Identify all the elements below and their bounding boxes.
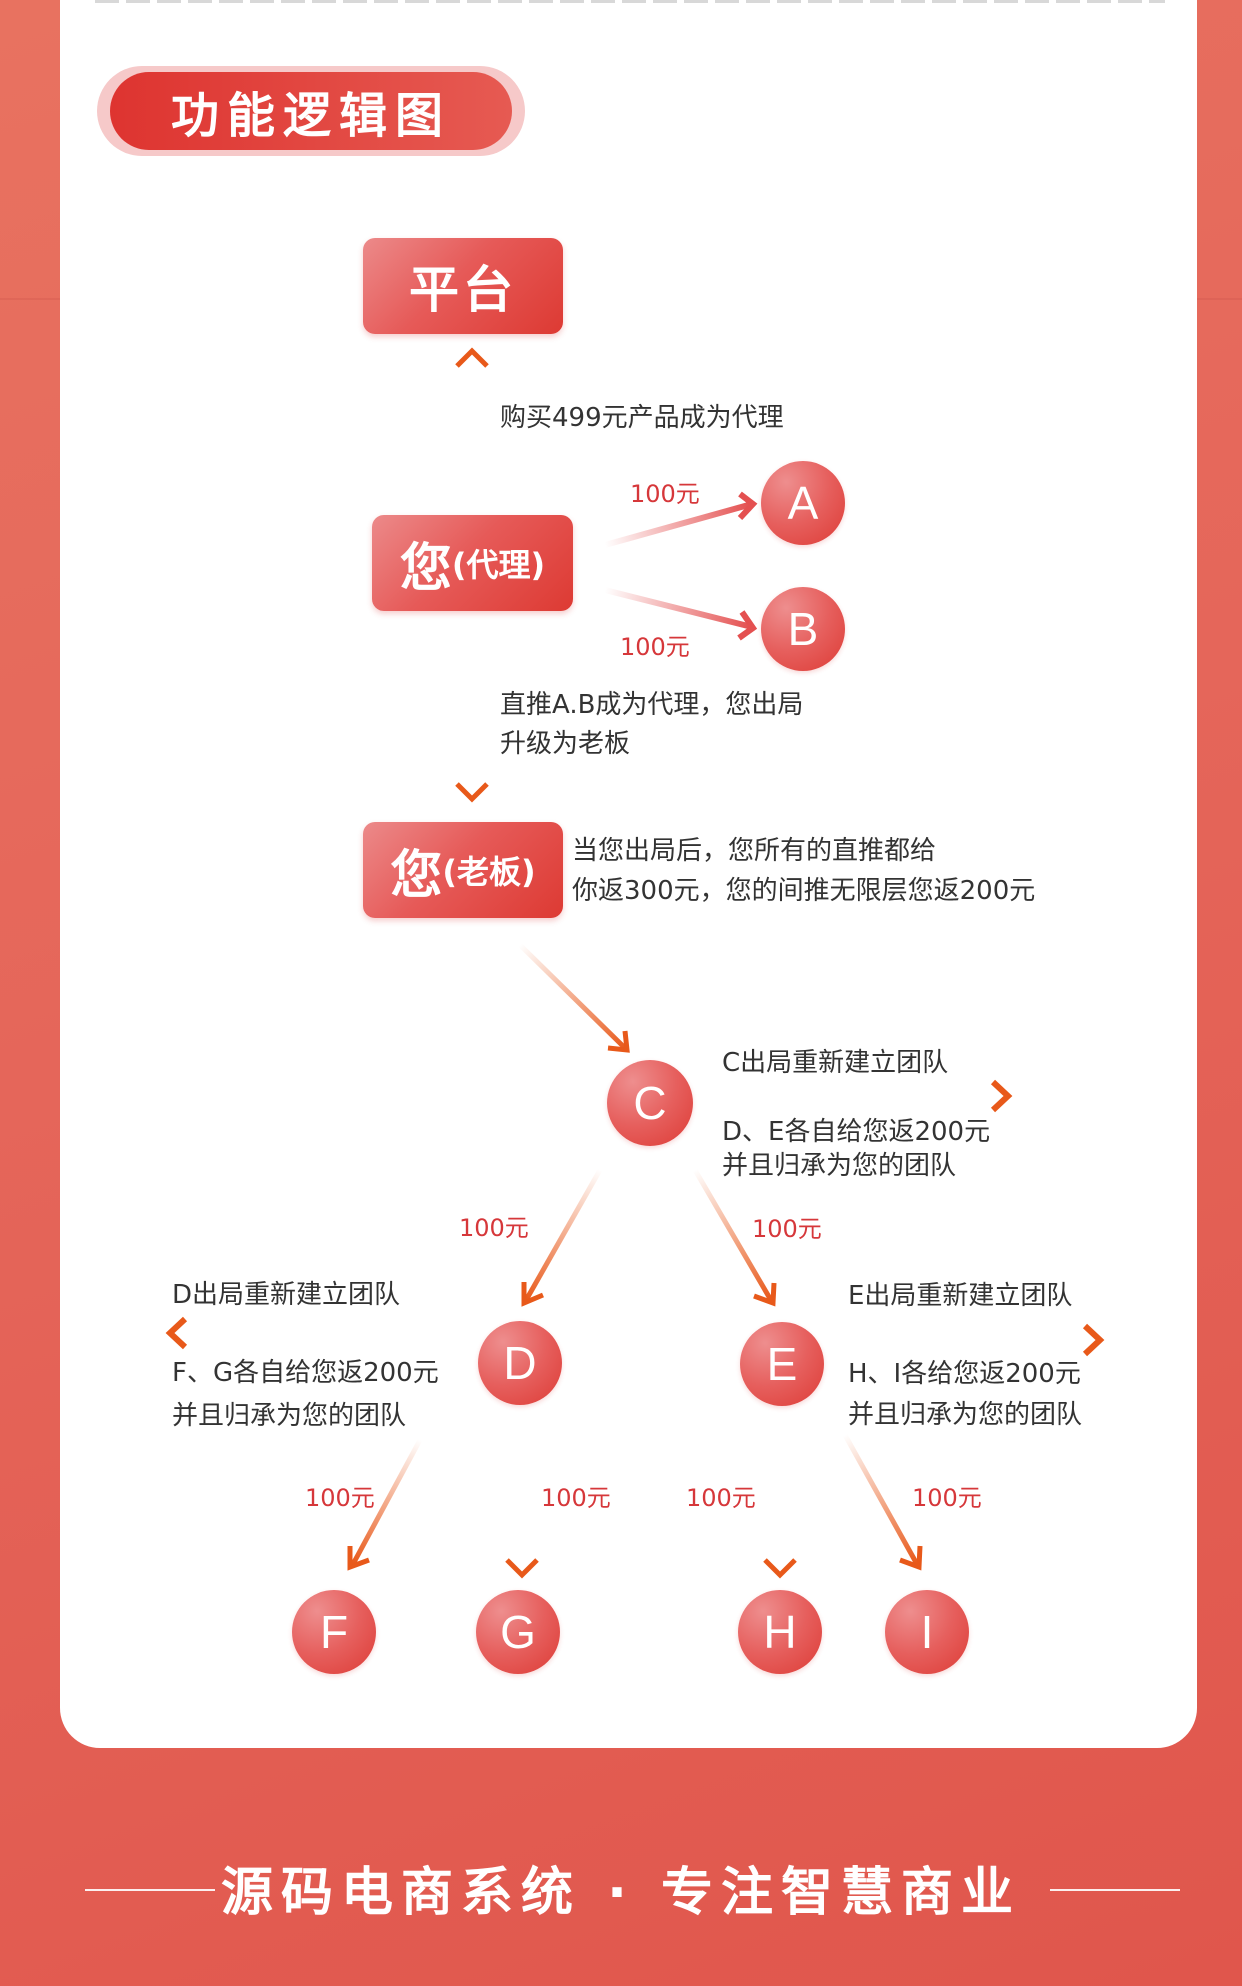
footer-divider-right — [1050, 1889, 1180, 1891]
text-upgrade-line1: 直推A.B成为代理，您出局 — [500, 690, 804, 720]
text-d-return-line2: 并且归承为您的团队 — [172, 1401, 407, 1431]
node-platform: 平台 — [363, 238, 563, 334]
text-e-return-line2: 并且归承为您的团队 — [848, 1400, 1083, 1430]
text-e-out: E出局重新建立团队 — [848, 1281, 1073, 1311]
money-label-to-b: 100元 — [620, 633, 690, 661]
money-label-d-to-f: 100元 — [305, 1484, 375, 1512]
money-label-e-to-i: 100元 — [912, 1484, 982, 1512]
text-e-return-line1: H、I各给您返200元 — [848, 1359, 1081, 1389]
text-c-return-line1: D、E各自给您返200元 — [722, 1117, 991, 1147]
text-upgrade-line2: 升级为老板 — [500, 729, 631, 759]
node-agent-sub: (代理) — [451, 546, 546, 584]
diagram-card — [60, 0, 1197, 1748]
node-d: D — [478, 1321, 562, 1405]
node-h: H — [738, 1590, 822, 1674]
node-i: I — [885, 1590, 969, 1674]
money-label-e-to-h: 100元 — [686, 1484, 756, 1512]
node-e: E — [740, 1322, 824, 1406]
footer-slogan: 源码电商系统 · 专注智慧商业 — [221, 1863, 1021, 1923]
node-c: C — [607, 1060, 693, 1146]
node-platform-label: 平台 — [409, 261, 517, 319]
text-d-out: D出局重新建立团队 — [172, 1280, 401, 1310]
node-g: G — [476, 1590, 560, 1674]
dashed-divider — [95, 0, 1165, 3]
text-boss-line1: 当您出局后，您所有的直推都给 — [572, 836, 937, 866]
text-c-out: C出局重新建立团队 — [722, 1048, 949, 1078]
money-label-d-to-g: 100元 — [541, 1484, 611, 1512]
node-agent-main: 您 — [399, 538, 452, 599]
text-boss-line2: 你返300元，您的间推无限层您返200元 — [572, 876, 1036, 906]
node-boss-main: 您 — [390, 845, 443, 906]
node-boss-sub: (老板) — [442, 853, 536, 891]
money-label-to-a: 100元 — [630, 480, 700, 508]
text-buy-to-agent: 购买499元产品成为代理 — [500, 403, 784, 433]
money-label-c-to-d: 100元 — [459, 1214, 529, 1242]
text-c-return-line2: 并且归承为您的团队 — [722, 1151, 957, 1181]
money-label-c-to-e: 100元 — [752, 1215, 822, 1243]
text-d-return-line1: F、G各自给您返200元 — [172, 1358, 439, 1388]
node-b: B — [761, 587, 845, 671]
footer-divider-left — [85, 1889, 215, 1891]
node-agent: 您 (代理) — [372, 515, 573, 611]
node-a: A — [761, 461, 845, 545]
section-title: 功能逻辑图 — [110, 72, 512, 150]
node-boss: 您 (老板) — [363, 822, 563, 918]
node-f: F — [292, 1590, 376, 1674]
